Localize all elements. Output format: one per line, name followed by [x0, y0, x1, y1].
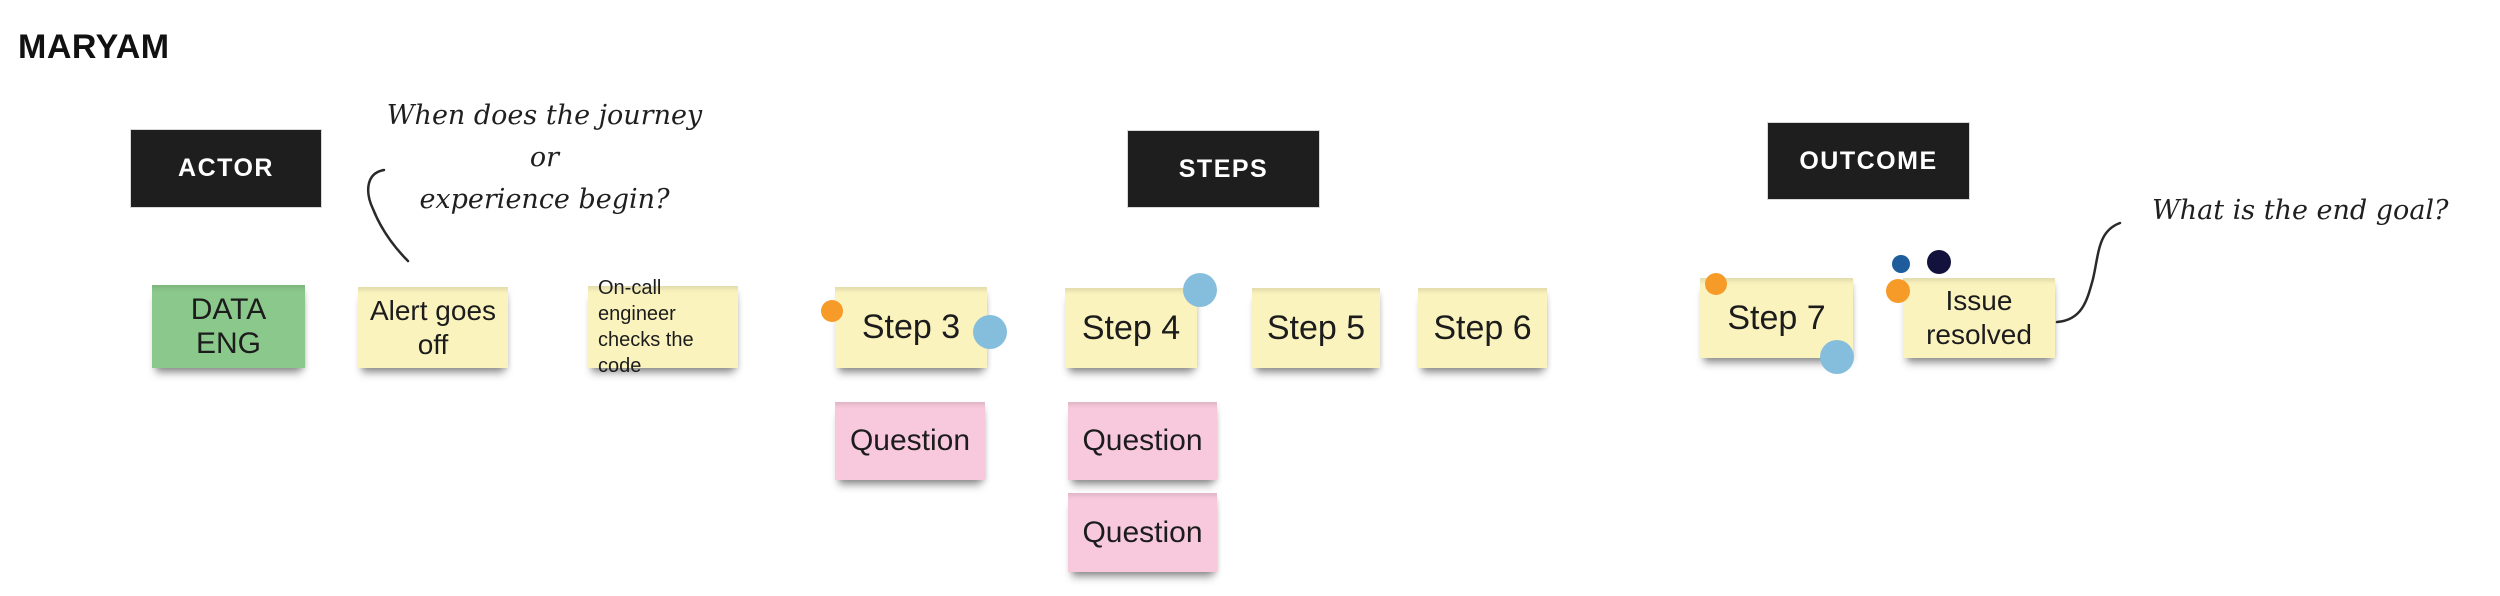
sticky-actor-data-eng[interactable]: DATA ENG	[152, 285, 305, 368]
section-label-outcome[interactable]: OUTCOME	[1767, 122, 1970, 200]
sticky-step-oncall-engineer[interactable]: On-call engineer checks the code	[588, 277, 738, 377]
connector-goal-question	[2055, 221, 2122, 324]
sticky-question-step3[interactable]: Question	[835, 402, 985, 480]
annotation-journey-question-line1: When does the journey or	[386, 100, 703, 173]
dot-orange-step3[interactable]	[821, 300, 843, 322]
dot-orange-issue-resolved[interactable]	[1886, 279, 1910, 303]
dot-mediumblue-issue-resolved[interactable]	[1892, 255, 1910, 273]
annotation-journey-question[interactable]: When does the journey or experience begi…	[372, 95, 717, 221]
section-label-actor[interactable]: ACTOR	[130, 129, 322, 208]
sticky-step-7[interactable]: Step 7	[1700, 278, 1853, 358]
sticky-step-5[interactable]: Step 5	[1252, 288, 1380, 368]
sticky-step-6[interactable]: Step 6	[1418, 288, 1547, 368]
sticky-question-step4-1[interactable]: Question	[1068, 402, 1217, 480]
sticky-question-step4-2[interactable]: Question	[1068, 493, 1217, 572]
annotation-journey-question-line2: experience begin?	[419, 184, 670, 215]
sticky-step-4[interactable]: Step 4	[1065, 288, 1197, 368]
annotation-goal-question[interactable]: What is the end goal?	[2152, 195, 2449, 226]
dot-lightblue-step7[interactable]	[1820, 340, 1854, 374]
sticky-step-3[interactable]: Step 3	[835, 287, 987, 368]
sticky-outcome-issue-resolved[interactable]: Issue resolved	[1903, 278, 2055, 358]
dot-orange-step7[interactable]	[1705, 273, 1727, 295]
board-title[interactable]: MARYAM	[18, 28, 170, 66]
dot-lightblue-step3[interactable]	[973, 315, 1007, 349]
section-label-steps[interactable]: STEPS	[1127, 130, 1320, 208]
sticky-step-alert-goes-off[interactable]: Alert goes off	[358, 287, 508, 368]
dot-lightblue-step4[interactable]	[1183, 273, 1217, 307]
dot-navy-issue-resolved[interactable]	[1927, 250, 1951, 274]
